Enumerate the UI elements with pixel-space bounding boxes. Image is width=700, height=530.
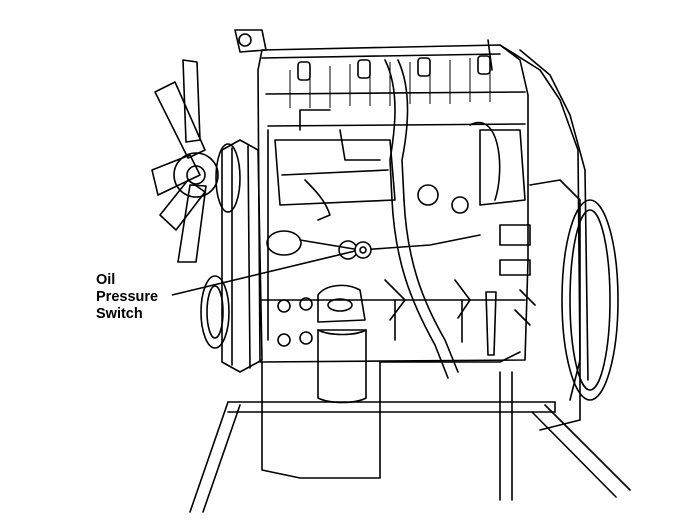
- oil-filter: [317, 284, 367, 404]
- sensor-cap-icon: [266, 230, 302, 256]
- engine-block: [234, 29, 529, 479]
- pulley-assembly: [200, 139, 263, 373]
- callout-leader-line: [171, 250, 356, 296]
- fuel-pump: [274, 59, 501, 379]
- block-plugs: [277, 297, 313, 347]
- callout-label-oil-pressure-switch: Oil Pressure Switch: [96, 272, 159, 322]
- engine-stand: [189, 371, 631, 513]
- oil-pressure-switch-icon: [338, 240, 372, 260]
- injector-row: [289, 39, 589, 401]
- fan-blades: [151, 59, 219, 263]
- flywheel-housing: [417, 129, 619, 431]
- dipstick-details: [304, 179, 536, 356]
